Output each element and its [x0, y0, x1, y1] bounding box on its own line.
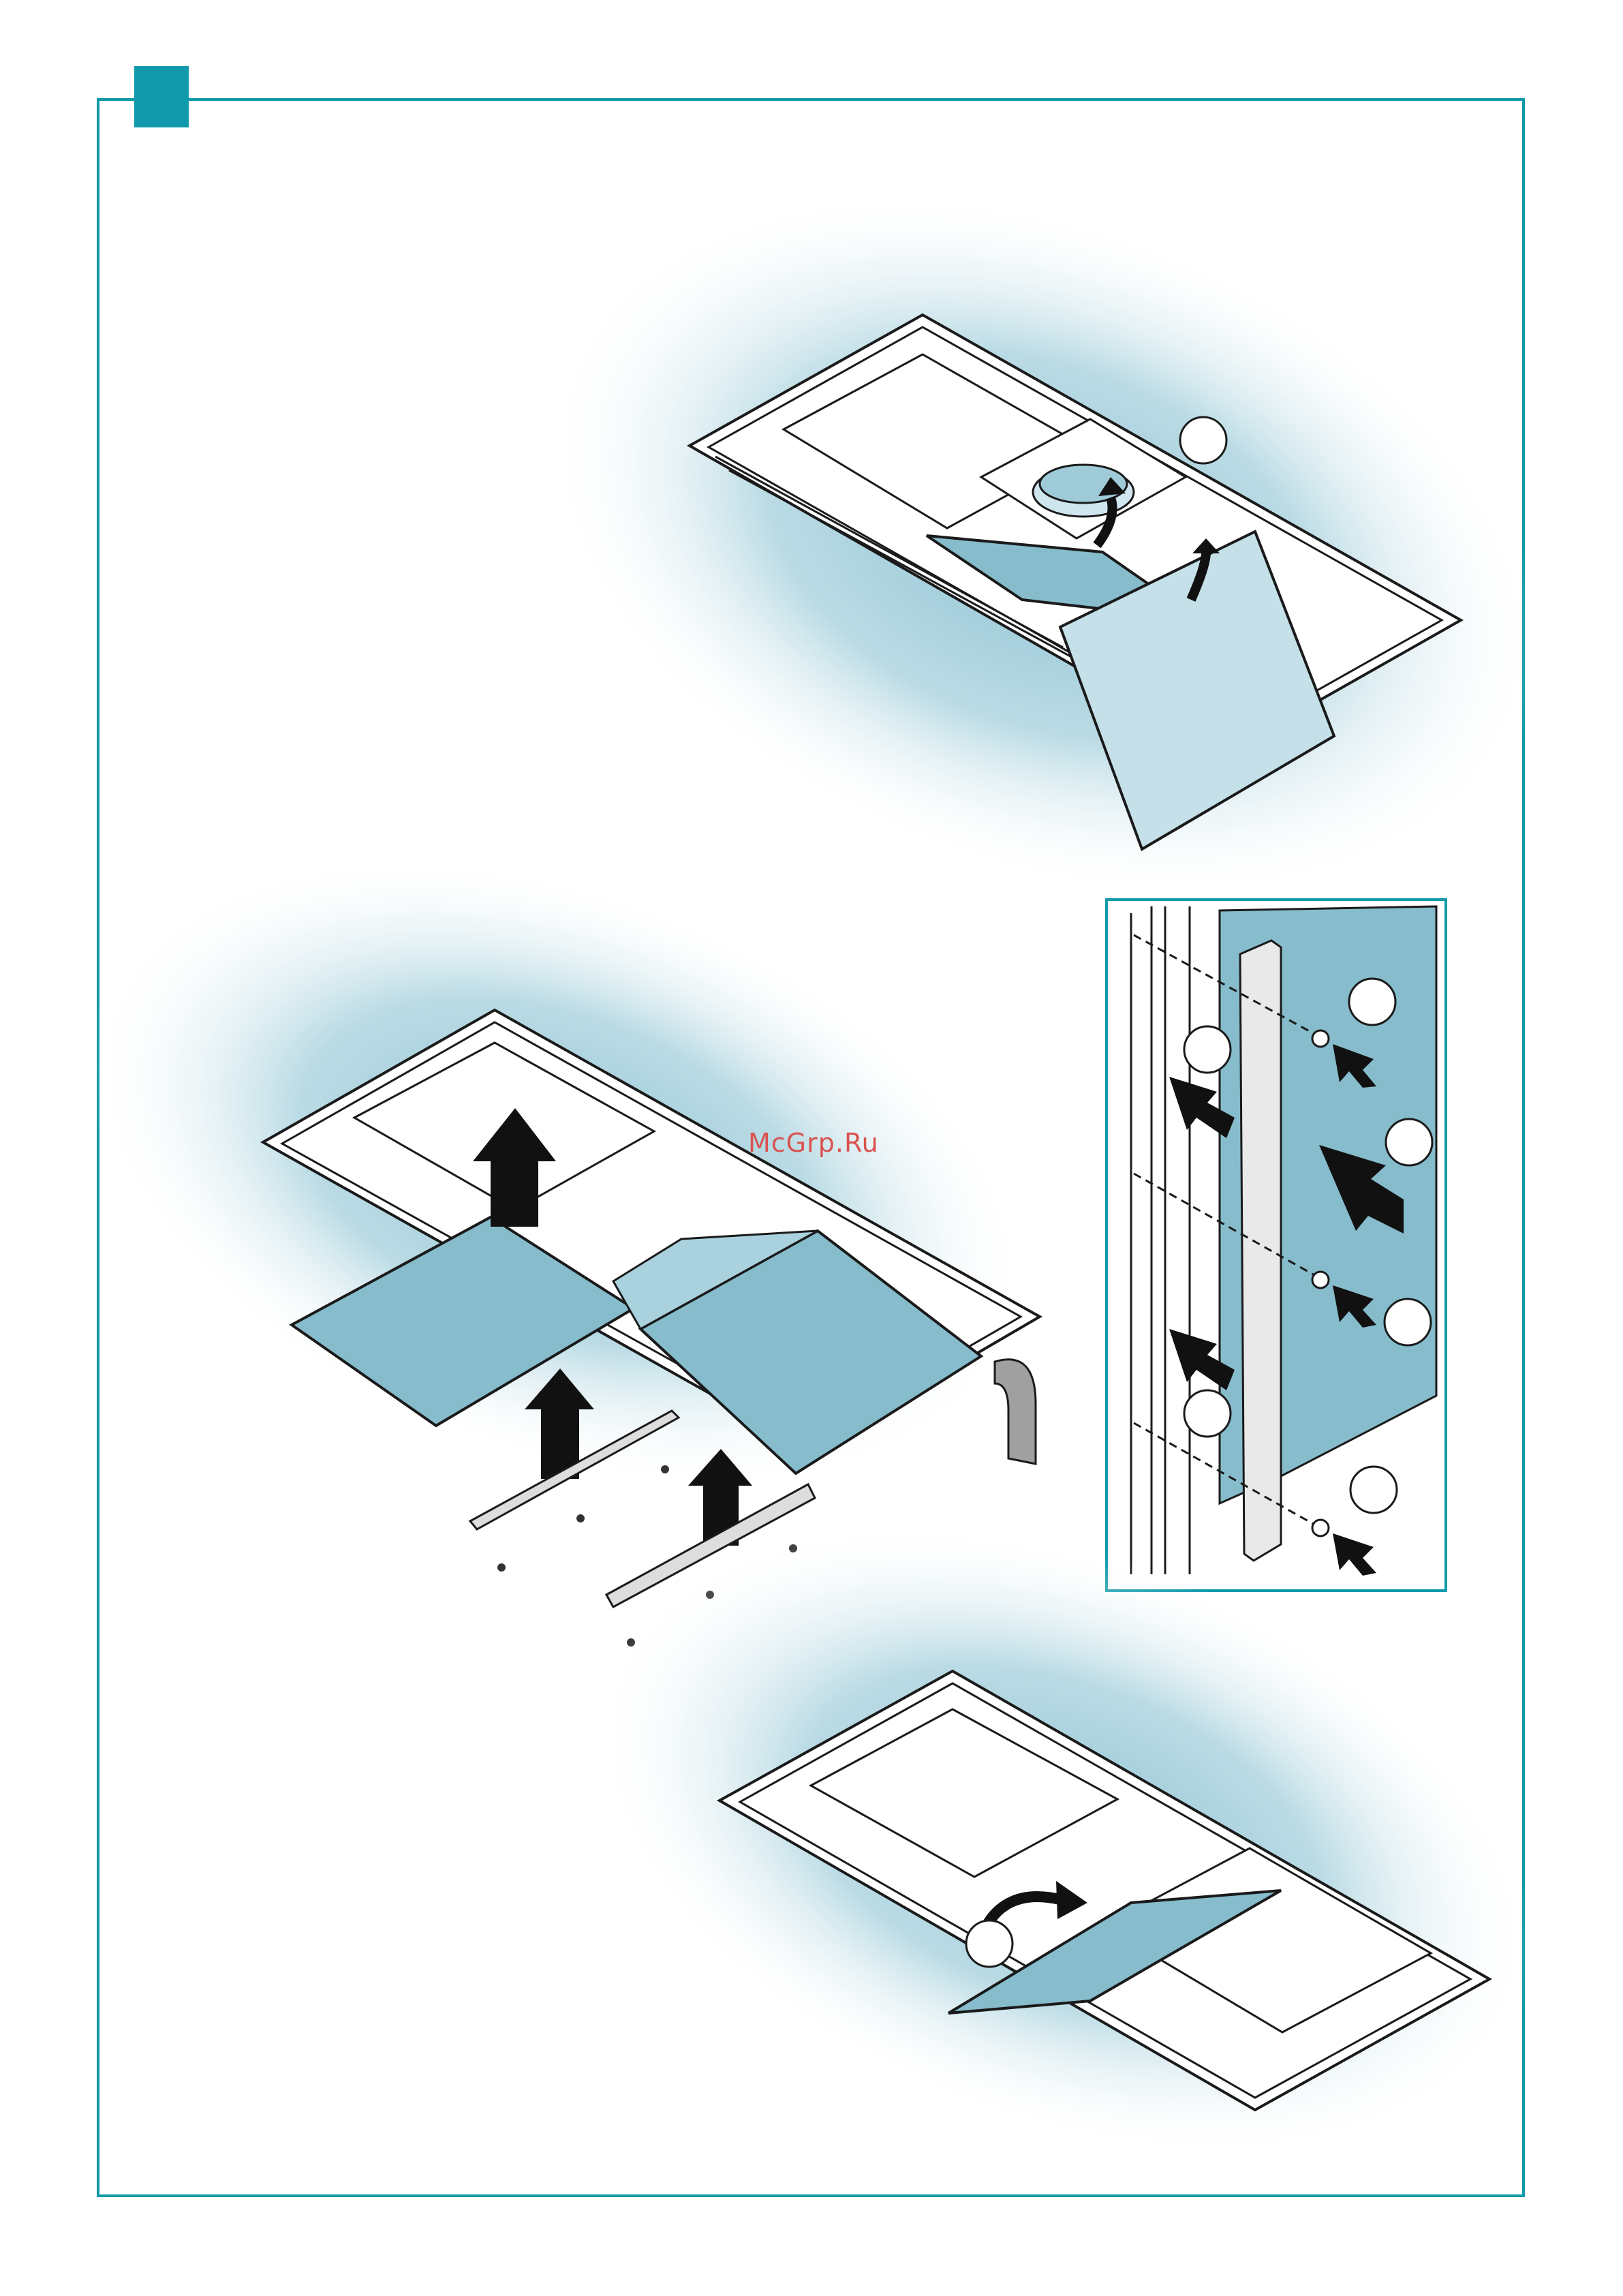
figure-bottom — [504, 1403, 1622, 2277]
callout-circle — [1386, 1119, 1432, 1165]
watermark-text: McGrp.Ru — [748, 1128, 879, 1158]
screw-icon — [576, 1514, 585, 1522]
section-marker — [134, 66, 189, 127]
callout-circle — [1350, 1467, 1397, 1513]
callout-circle — [966, 1920, 1013, 1967]
screw-icon — [1312, 1272, 1329, 1288]
screw-icon — [661, 1465, 669, 1473]
figure-middle — [0, 735, 1117, 1647]
callout-circle — [1349, 979, 1395, 1025]
screw-icon — [1312, 1030, 1329, 1047]
screw-icon — [497, 1563, 506, 1572]
callout-circle — [1184, 1390, 1231, 1437]
figure-top — [444, 61, 1623, 1030]
screw-icon — [1312, 1520, 1329, 1536]
curled-arrow-icon — [995, 1360, 1036, 1464]
callout-circle — [1385, 1299, 1431, 1345]
callout-circle — [1184, 1026, 1231, 1073]
channel-profile — [1240, 940, 1281, 1561]
inset-detail — [1107, 900, 1446, 1591]
callout-circle — [1180, 417, 1226, 463]
